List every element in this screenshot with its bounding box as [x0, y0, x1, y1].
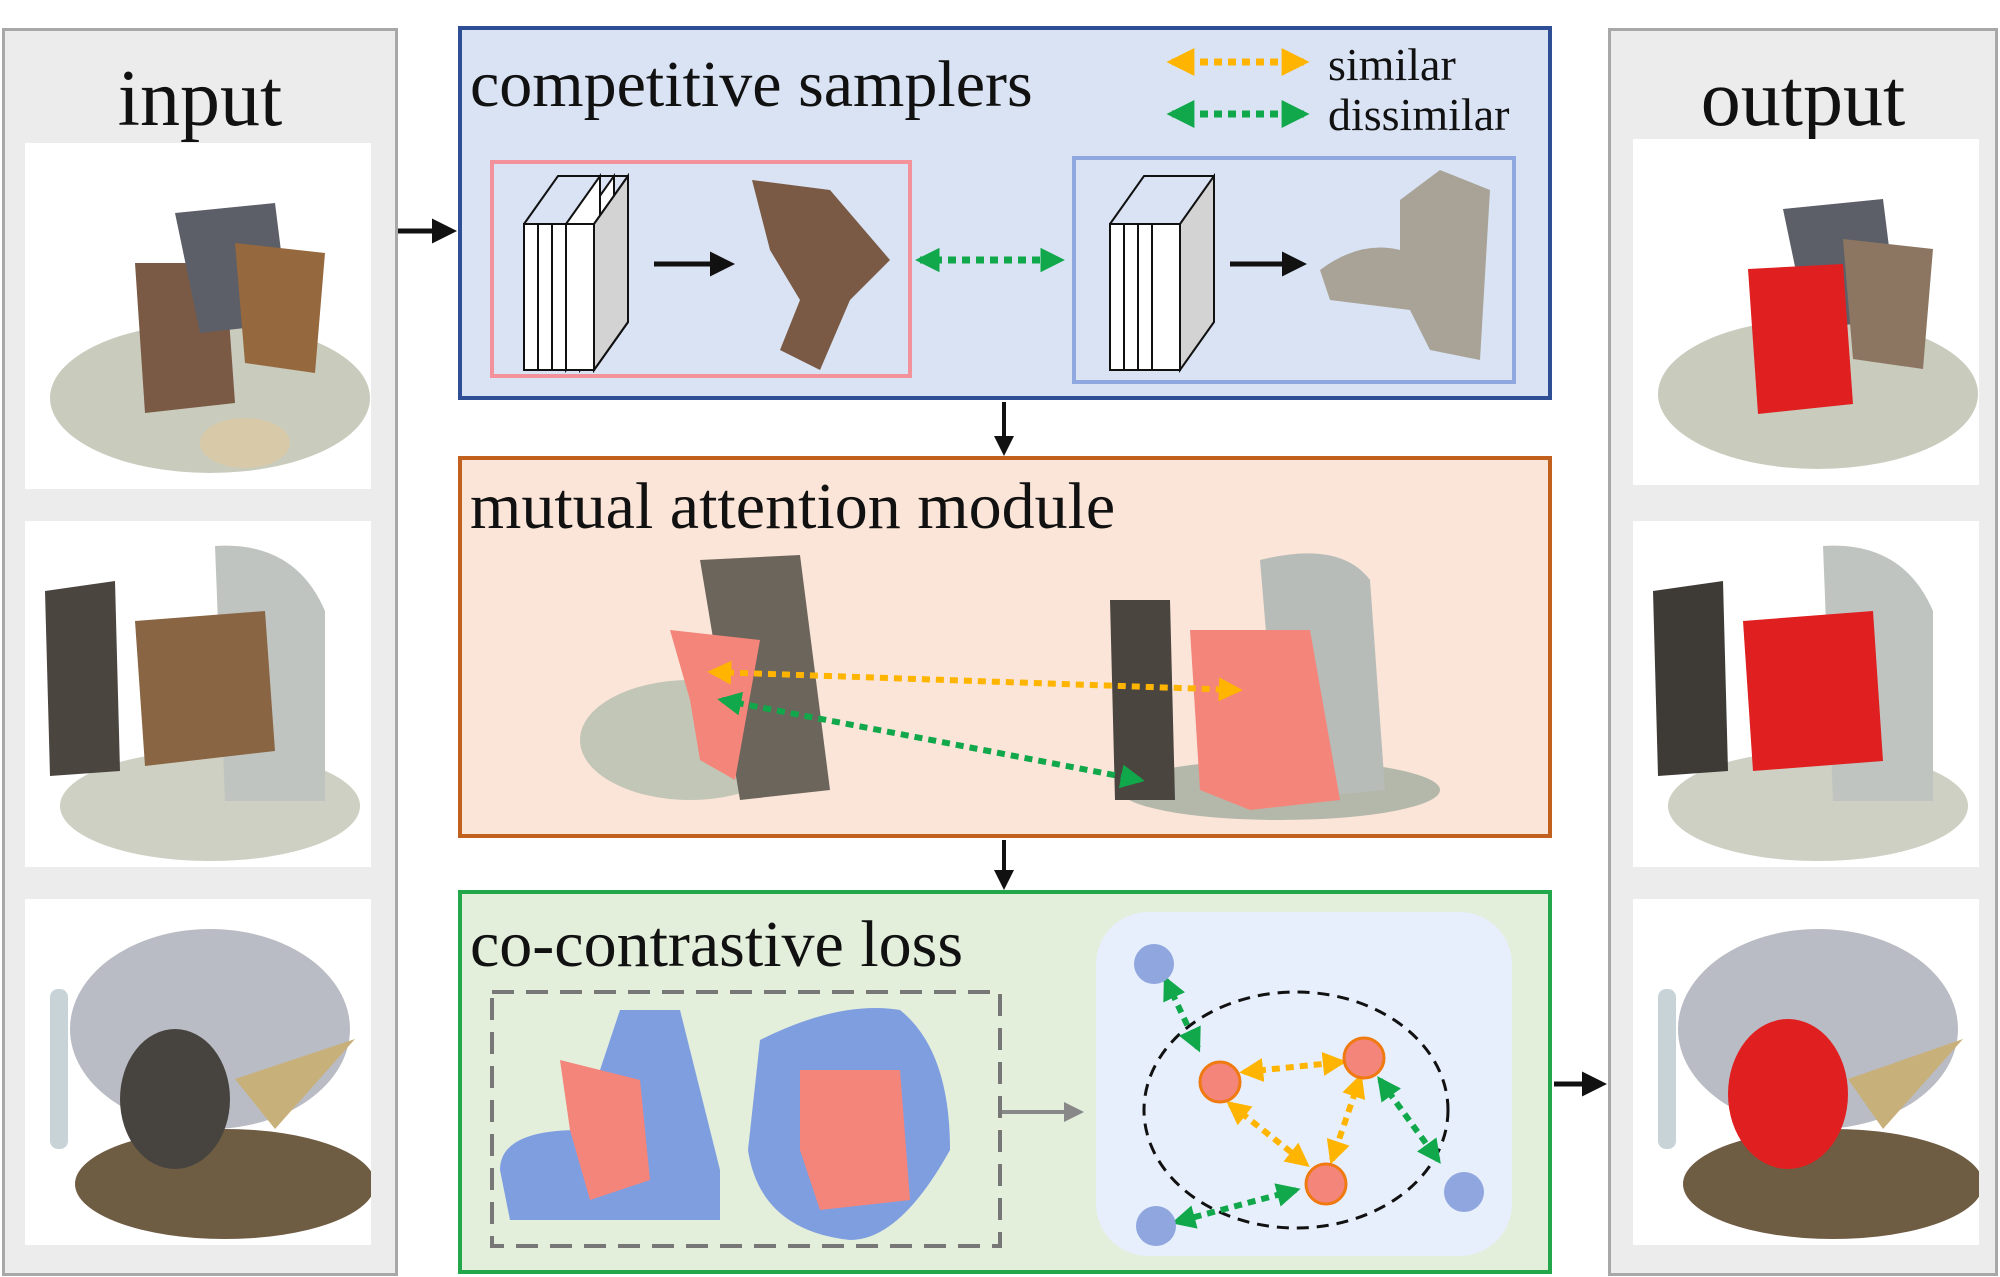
attention-similar-arrow [707, 660, 1243, 702]
input-title: input [117, 55, 283, 143]
output-scene-2 [1633, 521, 1979, 867]
sampler-2-box [1072, 156, 1516, 384]
embed-dissimilar-arrow-2 [1377, 1076, 1441, 1164]
segmented-scene-left [500, 1010, 720, 1220]
embed-foreground-node-1 [1198, 1060, 1242, 1104]
attention-dissimilar-arrow [717, 691, 1145, 789]
sampler-1-network-icon [523, 172, 629, 374]
embed-background-node-1 [1134, 944, 1174, 984]
input-scene-1 [25, 143, 371, 489]
output-title: output [1700, 55, 1906, 143]
samplers-title: competitive samplers [470, 48, 1033, 121]
embed-similar-arrow-1 [1239, 1052, 1347, 1082]
attention-scene-right [1110, 553, 1440, 820]
input-panel: input [2, 28, 398, 1276]
embed-foreground-node-2 [1342, 1036, 1386, 1080]
segmented-scenes-box [490, 990, 1002, 1248]
segmented-scene-right [748, 1008, 950, 1240]
sampler-2-network-icon [1109, 172, 1215, 374]
input-scene-2 [25, 521, 371, 867]
embed-dissimilar-arrow-3 [1171, 1183, 1301, 1229]
embed-dissimilar-arrow-1 [1163, 975, 1201, 1053]
embed-background-node-2 [1444, 1172, 1484, 1212]
output-panel: output [1608, 28, 1998, 1276]
embed-similar-arrow-3 [1326, 1073, 1366, 1165]
embed-foreground-node-3 [1304, 1162, 1348, 1206]
competitive-samplers-box: competitive samplers similar dissimilar [458, 26, 1552, 400]
sampler-1-output-points [752, 180, 890, 370]
embed-similar-arrow-2 [1226, 1101, 1310, 1167]
legend-similar-label: similar [1328, 39, 1456, 90]
embedding-cluster-circle [1142, 990, 1450, 1230]
attention-title: mutual attention module [470, 470, 1116, 543]
output-scene-1 [1633, 139, 1979, 485]
loss-title: co-contrastive loss [470, 908, 964, 981]
embed-background-node-3 [1136, 1206, 1176, 1246]
legend-dissimilar-label: dissimilar [1328, 89, 1510, 140]
sampler-1-box [490, 160, 912, 378]
output-scene-3 [1633, 899, 1979, 1245]
input-scene-3 [25, 899, 371, 1245]
attention-scene-left [580, 555, 830, 800]
sampler-2-output-points [1320, 170, 1490, 360]
